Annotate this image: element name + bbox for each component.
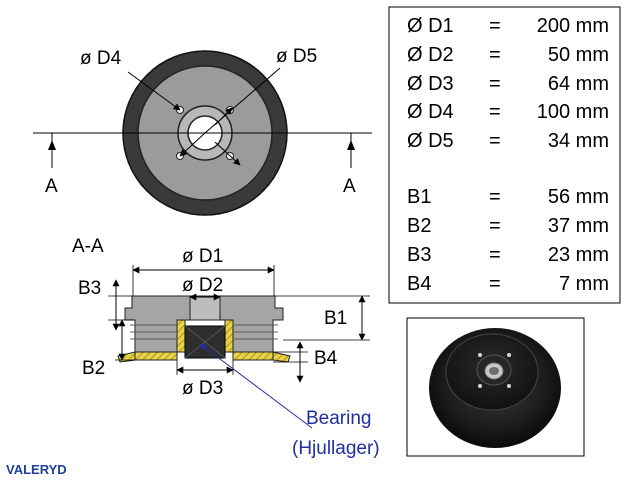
front-view: ø D4 ø D5 A A: [33, 46, 372, 216]
label-d5: ø D5: [276, 46, 317, 67]
photo-stud: [478, 384, 482, 388]
photo-bearing-inner: [489, 367, 499, 375]
spec-name: B1: [407, 186, 431, 208]
spec-value: 100 mm: [537, 101, 609, 123]
label-b3: B3: [78, 278, 101, 299]
spec-eq: =: [489, 130, 501, 152]
section-view: A-A ø D1 ø D2 ø D3: [72, 236, 380, 459]
spec-name: B2: [407, 215, 431, 237]
spec-value: 7 mm: [559, 273, 609, 295]
section-title: A-A: [72, 236, 104, 257]
label-b1: B1: [324, 308, 347, 329]
product-photo: [406, 317, 585, 457]
bearing-diagonal: [184, 325, 226, 359]
spec-eq: =: [489, 73, 501, 95]
spec-table-border: [388, 6, 621, 304]
spec-eq: =: [489, 244, 501, 266]
section-label-right: A: [343, 176, 356, 197]
spec-table: Ø D1 = 200 mm Ø D2 = 50 mm Ø D3 = 64 mm Ø D4 = 100 …: [388, 6, 621, 304]
d5-leader-start: [214, 107, 233, 126]
spec-value: 56 mm: [548, 186, 609, 208]
hatched-lip-left: [117, 351, 136, 363]
label-d2: ø D2: [182, 275, 223, 296]
spec-name: Ø D3: [407, 73, 454, 95]
section-arrowhead-left: [48, 140, 56, 150]
d5-leader-end: [214, 141, 241, 166]
spec-name: Ø D4: [407, 101, 454, 123]
spec-value: 34 mm: [548, 130, 609, 152]
spec-value: 64 mm: [548, 73, 609, 95]
spec-rows: Ø D1 = 200 mm Ø D2 = 50 mm Ø D3 = 64 mm Ø D4 = 100 …: [407, 15, 609, 295]
d4-leader-end: [179, 132, 206, 157]
spec-value: 37 mm: [548, 215, 609, 237]
spec-eq: =: [489, 215, 501, 237]
bearing-label-sub: (Hjullager): [292, 438, 380, 459]
brand-logo: VALERYD: [6, 462, 67, 477]
bearing-label: Bearing: [306, 408, 372, 429]
spec-eq: =: [489, 186, 501, 208]
spec-value: 50 mm: [548, 44, 609, 66]
spec-eq: =: [489, 44, 501, 66]
label-d3: ø D3: [182, 378, 223, 399]
section-grooves: [130, 324, 278, 340]
spec-value: 200 mm: [537, 15, 609, 37]
spec-name: Ø D1: [407, 15, 454, 37]
hub-column: [189, 295, 221, 321]
spec-name: B3: [407, 244, 431, 266]
hatched-lip-right: [272, 351, 291, 363]
section-arrowhead-right: [347, 140, 355, 150]
photo-stud: [507, 353, 511, 357]
label-b2: B2: [82, 358, 105, 379]
spec-value: 23 mm: [548, 244, 609, 266]
label-b4: B4: [314, 348, 338, 369]
spec-eq: =: [489, 15, 501, 37]
label-d4: ø D4: [80, 48, 122, 69]
spec-eq: =: [489, 101, 501, 123]
label-d1: ø D1: [182, 246, 223, 267]
spec-eq: =: [489, 273, 501, 295]
section-label-left: A: [45, 176, 58, 197]
photo-stud: [507, 384, 511, 388]
photo-stud: [478, 353, 482, 357]
d4-leader: [127, 71, 181, 111]
spec-name: B4: [407, 273, 431, 295]
spec-name: Ø D2: [407, 44, 454, 66]
spec-name: Ø D5: [407, 130, 454, 152]
bearing-leader: [199, 343, 313, 429]
